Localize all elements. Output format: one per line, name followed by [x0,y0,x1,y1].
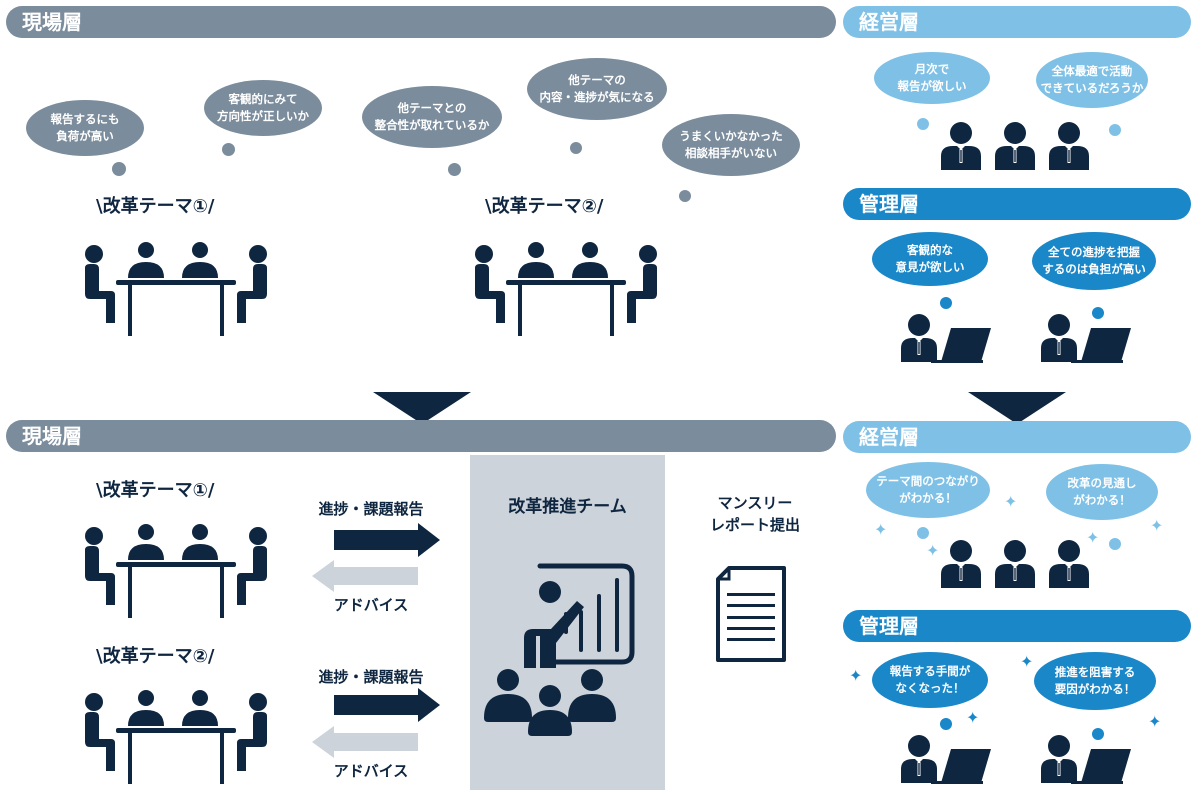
advice-arrow-icon [312,726,418,758]
businessman-icon [995,540,1035,588]
sparkle-icon: ✦ [1020,652,1034,671]
presentation-team-icon [484,563,635,736]
mgmt-layer-header-before: 管理層 [843,188,1191,220]
mgmt-layer-header-after: 管理層 [843,610,1191,642]
report-arrow-icon [334,523,440,557]
field-layer-header-before: 現場層 [6,6,836,38]
meeting-table-icon [85,242,267,336]
field-concern-bubble: 客観的にみて 方向性が正しいか [204,80,322,136]
field-concern-bubble: 報告するにも 負荷が高い [26,100,144,156]
sparkle-icon: ✦ [1004,492,1018,511]
field-concern-bubble: うまくいかなかった 相談相手がいない [662,114,800,176]
manager-laptop-icon [1041,314,1131,363]
theme-2-title-after: \改革テーマ②/ [96,646,215,667]
down-triangle-icon [968,392,1066,424]
thought-dot [222,143,235,156]
thought-dot [112,162,126,176]
meeting-table-icon [475,242,657,336]
monthly-report-label: マンスリー レポート提出 [709,494,800,534]
sparkle-icon: ✦ [849,666,863,685]
exec-concern-bubble: 月次で 報告が欲しい [874,52,990,104]
exec-concern-bubble: 全体最適で活動 できているだろうか [1036,52,1148,108]
document-icon [716,566,786,662]
thought-dot [917,527,929,539]
advice-label: アドバイス [333,762,409,780]
mgmt-benefit-bubble: 推進を阻害する 要因がわかる！ [1034,652,1156,710]
manager-laptop-icon [901,735,991,784]
advice-label: アドバイス [333,596,409,614]
theme-1-title-after: \改革テーマ①/ [96,480,215,501]
reform-team-label: 改革推進チーム [508,497,627,517]
advice-arrow-icon [312,560,418,592]
thought-dot [940,718,952,730]
manager-laptop-icon [901,314,991,363]
sparkle-icon: ✦ [926,541,940,560]
businessman-icon [995,122,1035,170]
meeting-table-icon [85,690,267,784]
thought-dot [570,142,582,154]
businessman-icon [941,540,981,588]
field-concern-bubble: 他テーマとの 整合性が取れているか [362,86,502,148]
theme-1-title: \改革テーマ①/ [96,196,215,217]
sparkle-icon: ✦ [1086,528,1100,547]
businessman-icon [941,122,981,170]
exec-benefit-bubble: テーマ間のつながり がわかる！ [866,462,990,518]
mgmt-concern-bubble: 客観的な 意見が欲しい [872,232,988,286]
report-arrow-icon [334,688,440,722]
thought-dot [940,297,952,309]
sparkle-icon: ✦ [966,708,980,727]
down-triangle-icon [373,392,471,424]
thought-dot [1092,728,1104,740]
sparkle-icon: ✦ [1148,712,1162,731]
thought-dot [917,118,929,130]
manager-laptop-icon [1041,735,1131,784]
exec-benefit-bubble: 改革の見通し がわかる！ [1046,464,1158,520]
sparkle-icon: ✦ [1150,516,1164,535]
mgmt-concern-bubble: 全ての進捗を把握 するのは負担が高い [1032,232,1156,290]
exec-layer-header-before: 経営層 [843,6,1191,38]
businessman-icon [1049,540,1089,588]
mgmt-benefit-bubble: 報告する手間が なくなった！ [872,652,988,708]
businessman-icon [1049,122,1089,170]
theme-2-title: \改革テーマ②/ [485,196,604,217]
thought-dot [679,190,691,202]
thought-dot [1109,538,1121,550]
thought-dot [1109,124,1121,136]
progress-report-label: 進捗・課題報告 [318,668,424,686]
meeting-table-icon [85,524,267,618]
sparkle-icon: ✦ [874,520,888,539]
field-layer-header-after: 現場層 [6,420,836,452]
exec-layer-header-after: 経営層 [843,421,1191,453]
progress-report-label: 進捗・課題報告 [318,500,424,518]
thought-dot [1092,307,1104,319]
field-concern-bubble: 他テーマの 内容・進捗が気になる [527,58,667,120]
thought-dot [448,163,461,176]
